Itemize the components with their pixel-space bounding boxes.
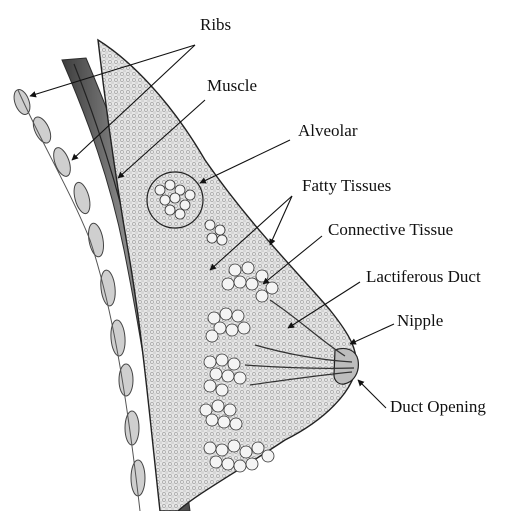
connective-tissue-label: Connective Tissue — [328, 221, 453, 238]
alveolar-label: Alveolar — [298, 122, 357, 139]
fatty-tissues-label: Fatty Tissues — [302, 177, 391, 194]
nipple-label: Nipple — [397, 312, 443, 329]
nipple-shape — [334, 348, 358, 384]
duct-opening-label: Duct Opening — [390, 398, 486, 415]
muscle-label: Muscle — [207, 77, 257, 94]
lactiferous-duct-label: Lactiferous Duct — [366, 268, 481, 285]
ribs-label: Ribs — [200, 16, 231, 33]
